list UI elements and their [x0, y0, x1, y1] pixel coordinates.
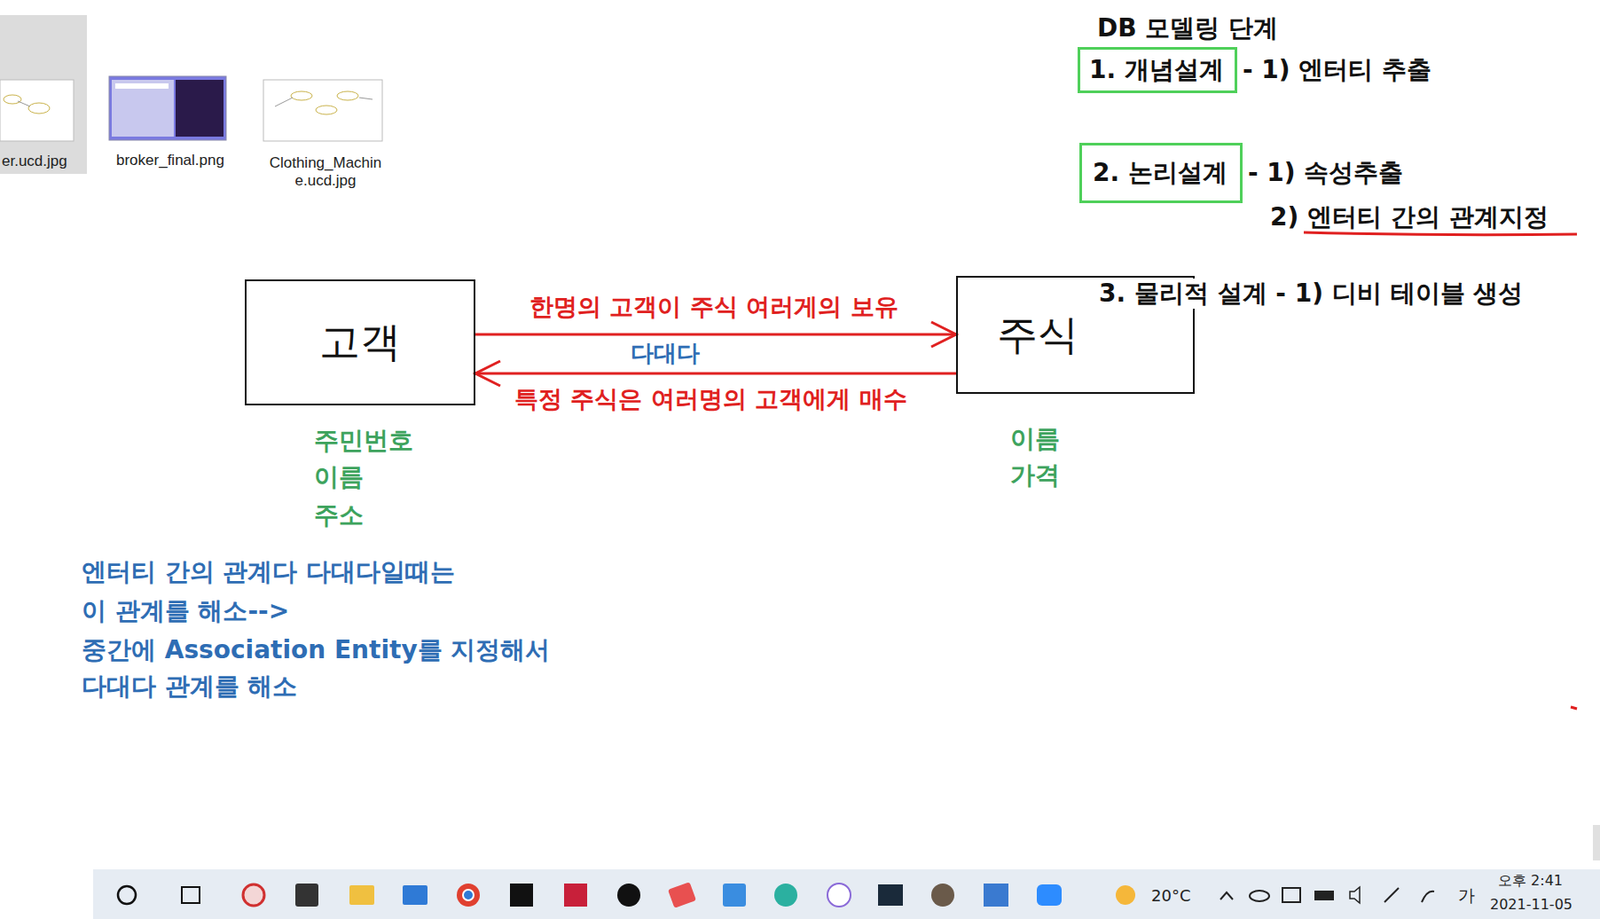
eraser-icon — [667, 881, 697, 909]
file-name: er.ucd.jpg — [1, 152, 68, 171]
thumbnail-detail — [111, 79, 174, 137]
attribute-name: 주민번호 — [313, 425, 414, 456]
note-line: 중간에 Association Entity를 지정해서 — [81, 635, 550, 666]
app-icon — [774, 883, 798, 907]
chrome-icon-center — [462, 889, 474, 901]
note-line: 엔터티 간의 관계다 다대다일때는 — [81, 556, 455, 588]
pen-mark — [1570, 706, 1577, 709]
tray-chevron — [1220, 892, 1233, 900]
thumbnail-detail — [17, 101, 31, 107]
volume-icon — [1349, 886, 1360, 903]
gear-icon — [931, 883, 955, 907]
search-icon — [117, 886, 136, 904]
underline-stroke — [1303, 232, 1577, 236]
node-text: 1. 개념설계 — [1089, 54, 1224, 86]
thumbnail-detail — [175, 79, 224, 137]
file-name: Clothing_Machine.ucd.jpg — [265, 154, 386, 191]
app-icon — [827, 883, 851, 907]
taskview-icon — [181, 886, 200, 903]
relationship-label: 한명의 고객이 주식 여러게의 보유 — [526, 290, 902, 323]
thumbnail-detail — [337, 91, 359, 101]
attribute-name: 주소 — [313, 500, 364, 531]
attribute-name: 이름 — [1010, 423, 1060, 455]
photos-icon — [983, 883, 1009, 907]
ime-indicator: 가 — [1458, 885, 1475, 906]
step-box: 1. 개념설계 — [1077, 47, 1238, 94]
step-box: 2. 논리설계 — [1079, 142, 1243, 204]
mail-icon — [402, 885, 428, 905]
zoom-icon — [1036, 884, 1062, 906]
taskbar — [93, 869, 1600, 919]
relationship-arrow — [475, 333, 957, 337]
cardinality-label: 다대다 — [630, 339, 700, 368]
mysql-icon — [878, 884, 903, 906]
file-name: broker_final.png — [116, 151, 225, 170]
section-heading: DB 모델링 단계 — [1097, 13, 1279, 44]
note-line: 다대다 관계를 해소 — [81, 671, 299, 702]
thumbnail-detail — [28, 102, 50, 114]
node-text: 주식 — [996, 310, 1079, 360]
cloud-icon — [1249, 890, 1270, 902]
selection-panel — [0, 15, 87, 174]
thumbnail — [263, 79, 383, 142]
weather-text: 20°C — [1151, 886, 1191, 906]
clock-date: 2021-11-05 — [1490, 895, 1573, 913]
weather-icon — [1115, 885, 1136, 905]
thumbnail — [0, 79, 74, 142]
step-detail: - 1) 속성추출 — [1247, 157, 1404, 189]
app-icon — [243, 884, 265, 906]
folder-icon — [349, 885, 375, 905]
pycharm-icon — [509, 883, 534, 907]
step-text: 3. 물리적 설계 - 1) 디비 테이블 생성 — [1097, 278, 1525, 309]
note-line: 이 관계를 해소--> — [81, 596, 290, 627]
thumbnail-detail — [290, 91, 313, 101]
node-text: 2. 논리설계 — [1092, 157, 1228, 189]
pen-icon — [1421, 891, 1435, 902]
attribute-name: 이름 — [313, 462, 364, 493]
thumbnail-detail — [315, 105, 338, 115]
step-detail: 2) 엔터티 간의 관계지정 — [1270, 202, 1549, 233]
thumbnail-detail — [115, 83, 169, 89]
attribute-name: 가격 — [1010, 460, 1060, 491]
clock-time: 오후 2:41 — [1498, 871, 1563, 889]
thumbnail — [109, 76, 227, 141]
tray-icon — [1282, 887, 1301, 902]
network-icon — [1384, 887, 1399, 902]
battery-icon — [1314, 890, 1334, 901]
thumbnail-detail — [359, 97, 373, 100]
thumbnail-detail — [274, 97, 293, 107]
step-detail: - 1) 엔터티 추출 — [1242, 54, 1432, 86]
relationship-label: 특정 주식은 여러명의 고객에게 매수 — [511, 383, 910, 416]
relationship-arrow — [475, 372, 957, 376]
scroll-handle — [1592, 824, 1600, 861]
store-icon — [295, 883, 319, 907]
app-icon — [564, 883, 588, 907]
node-text: 고객 — [319, 317, 401, 367]
app-icon — [722, 883, 746, 907]
thumbnail-detail — [3, 94, 22, 104]
app-icon — [617, 883, 641, 907]
chrome-icon — [456, 883, 480, 907]
entity-box: 고객 — [244, 279, 476, 406]
